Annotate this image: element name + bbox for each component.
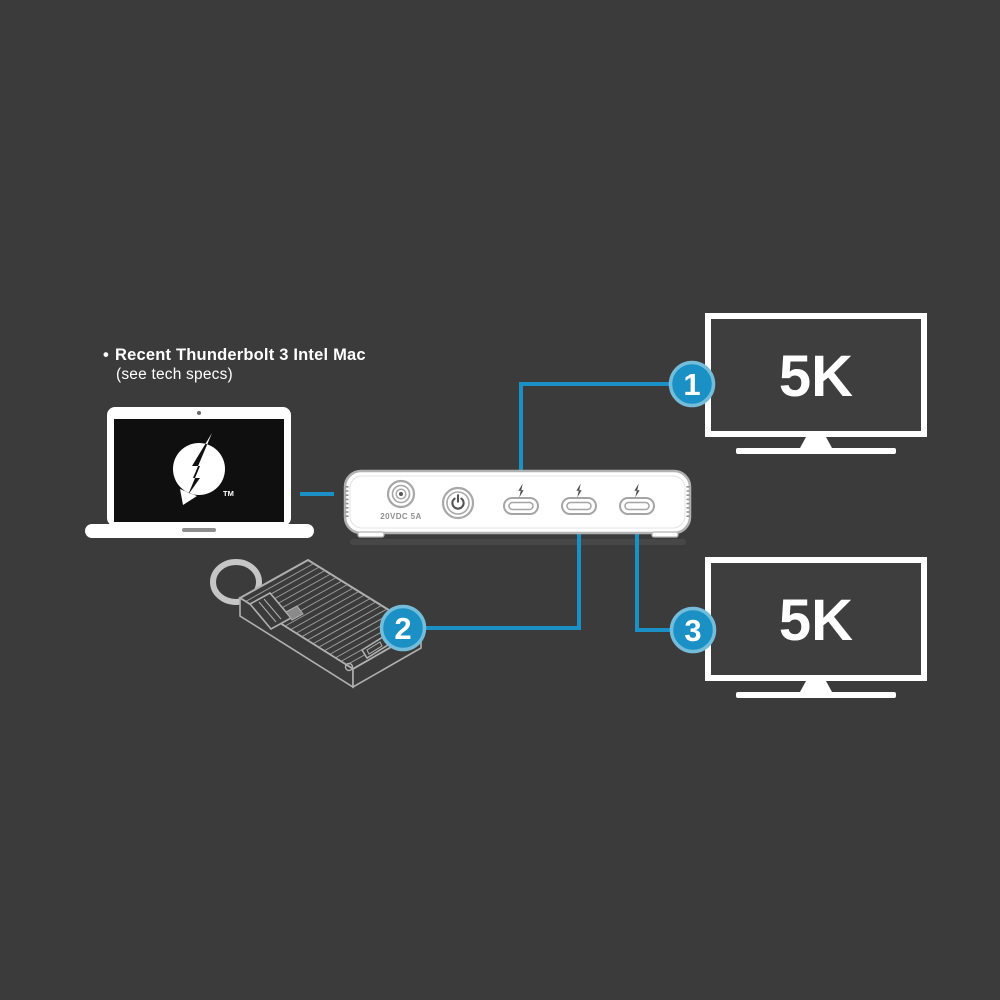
power-icon [451,494,465,510]
callout-3-number: 3 [684,613,701,648]
hub-body-inner-line [349,475,686,529]
callout-3: 3 [669,606,717,654]
heading: • Recent Thunderbolt 3 Intel Mac (see tec… [103,345,366,385]
lightning-icon-1 [518,483,524,498]
thunderbolt-logo: TM [173,433,234,505]
power-jack [386,479,416,509]
heading-subtitle: (see tech specs) [116,366,233,383]
monitor-1-label: 5K [779,344,853,409]
callout-1: 1 [668,360,716,408]
monitor-2-base [736,692,896,698]
laptop: TM [85,407,314,538]
power-jack-label: 20VDC 5A [380,512,421,521]
heading-title: Recent Thunderbolt 3 Intel Mac [114,346,366,364]
thunderbolt-hub: 20VDC 5A [343,469,692,538]
laptop-base-notch [182,528,216,532]
monitor-1-base [736,448,896,454]
camera-icon [197,411,201,415]
monitor-2-frame [705,557,927,681]
drive-screw-icon [344,662,354,672]
portable-drive [210,558,423,689]
thunderbolt-port-3 [619,483,655,515]
callout-1-number: 1 [683,367,700,402]
lightning-icon-2 [576,483,582,498]
callout-2: 2 [379,604,427,652]
power-button [441,486,475,520]
thunderbolt-trademark: TM [223,489,234,498]
drive-cable [210,559,262,605]
heading-title-row: • Recent Thunderbolt 3 Intel Mac [103,345,366,365]
hub-shadow [350,539,686,545]
monitor-2-stand [800,681,832,692]
thunderbolt-port-1 [503,483,539,515]
thunderbolt-circle [173,443,225,495]
hub-left-foot [357,531,385,538]
bullet-icon: • [103,346,109,364]
cable-port1-to-display1 [519,382,692,471]
lightning-icon-3 [634,483,640,498]
monitor-1: 5K [705,313,927,454]
drive-port-inner [366,641,383,655]
thunderbolt-port-2 [561,483,597,515]
callout-2-number: 2 [394,611,411,646]
power-jack-pin [399,492,403,496]
power-button-inner [446,491,470,515]
hub-right-foot [651,531,679,538]
monitor-2-label: 5K [779,588,853,653]
bolt-outside [180,433,212,505]
thunderbolt-ports [503,483,655,515]
monitor-1-stand [800,437,832,448]
callout-badges: 1 2 3 [379,360,717,654]
monitor-2: 5K [705,557,927,698]
cable-port2-to-drive [410,533,581,630]
drive-connector-tip [285,605,304,621]
